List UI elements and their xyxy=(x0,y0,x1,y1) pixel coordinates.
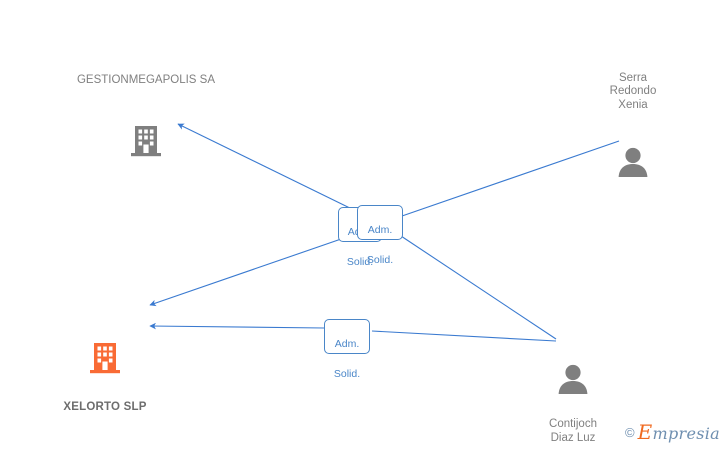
person-icon xyxy=(578,133,688,183)
brand-name: Empresia xyxy=(638,420,720,444)
node-xelorto-label: XELORTO SLP xyxy=(63,401,147,413)
person-icon xyxy=(518,350,628,400)
edge-center-to-gestionmegapolis xyxy=(177,123,359,213)
node-xelorto[interactable]: XELORTO SLP xyxy=(22,312,188,428)
relation-box-lower-line2: Solid. xyxy=(333,368,361,380)
relation-box-lower[interactable]: Adm. Solid. xyxy=(324,319,370,380)
edge-contijoch-to-center xyxy=(400,235,557,340)
relation-box-front[interactable]: Adm. Solid. xyxy=(357,205,403,266)
brand-initial: E xyxy=(637,420,653,444)
edge-contijoch-to-lower-box xyxy=(371,330,557,342)
node-gestionmegapolis-label: GESTIONMEGAPOLIS SA xyxy=(76,73,216,86)
relation-box-front-line2: Solid. xyxy=(366,254,394,266)
empresia-watermark: © Empresia xyxy=(625,420,720,444)
relation-box-lower-line1: Adm. xyxy=(334,338,360,350)
building-icon xyxy=(56,109,236,165)
edge-center-to-xelorto xyxy=(149,237,345,307)
building-icon xyxy=(22,326,188,382)
copyright-icon: © xyxy=(625,424,635,440)
node-serra-redondo-xenia[interactable]: Serra Redondo Xenia xyxy=(578,58,688,196)
node-gestionmegapolis[interactable]: GESTIONMEGAPOLIS SA xyxy=(56,60,236,178)
node-contijoch-diaz-luz[interactable]: Contijoch Diaz Luz xyxy=(518,336,628,450)
relation-box-back-line2: Solid. xyxy=(346,256,374,268)
edge-serra-to-center xyxy=(401,140,620,217)
relation-box-front-line1: Adm. xyxy=(367,224,393,236)
edge-lower-box-to-xelorto xyxy=(149,322,325,330)
node-contijoch-diaz-luz-label: Contijoch Diaz Luz xyxy=(549,418,597,444)
node-serra-redondo-xenia-label: Serra Redondo Xenia xyxy=(609,71,657,111)
brand-rest: mpresia xyxy=(652,424,720,443)
